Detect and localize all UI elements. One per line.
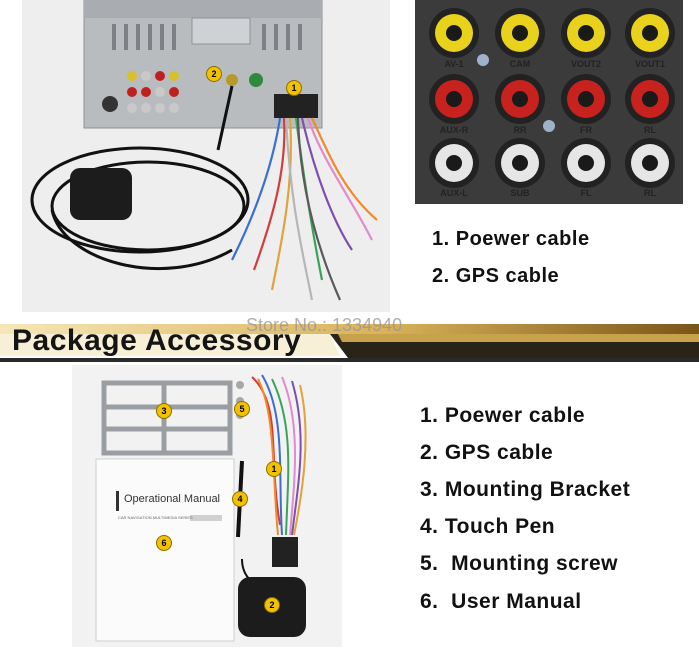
- package-accessory-banner: Package Accessory: [0, 322, 699, 366]
- rca-jack-white: [429, 138, 479, 188]
- badge-2-gps: 2: [206, 66, 222, 82]
- accessories-photo: Operational Manual CAR NAVIGATION MULTIM…: [72, 365, 342, 647]
- rca-label: SUB: [510, 188, 530, 198]
- rca-label: RL: [644, 125, 656, 135]
- list-item-power-cable: 1. Poewer cable: [420, 404, 586, 427]
- top-list-item-gps-cable: 2. GPS cable: [432, 265, 560, 287]
- badge-6-manual: 6: [156, 535, 172, 551]
- rca-label: VOUT1: [634, 59, 665, 69]
- rca-label: AUX-L: [440, 188, 468, 198]
- top-list-item-power-cable: 1. Poewer cable: [432, 228, 590, 250]
- banner-background: [0, 324, 699, 362]
- rca-label: FL: [580, 188, 592, 198]
- list-item-mounting-bracket: 3. Mounting Bracket: [420, 478, 631, 501]
- rca-jack-yellow: [561, 8, 611, 58]
- manual-subtitle: CAR NAVIGATION MULTIMEDIA SERIES: [118, 515, 193, 520]
- accessories-illustration: [72, 365, 342, 647]
- rca-jack-yellow: [625, 8, 675, 58]
- rca-jack-yellow: [429, 8, 479, 58]
- rca-jack-red: [429, 74, 479, 124]
- rca-jack-red: [561, 74, 611, 124]
- list-item-touch-pen: 4. Touch Pen: [420, 515, 556, 538]
- store-watermark: Store No.: 1334940: [246, 315, 403, 335]
- badge-2-gps: 2: [264, 597, 280, 613]
- badge-3-bracket: 3: [156, 403, 172, 419]
- rca-label: CAM: [509, 59, 531, 69]
- list-item-gps-cable: 2. GPS cable: [420, 441, 554, 464]
- screw-icon: [477, 54, 489, 66]
- rca-jack-white: [495, 138, 545, 188]
- rca-label: FR: [580, 125, 592, 135]
- rca-jack-red: [625, 74, 675, 124]
- rca-jack-red: [495, 74, 545, 124]
- rca-jack-yellow: [495, 8, 545, 58]
- rca-label: AUX-R: [439, 125, 469, 135]
- manual-title: Operational Manual: [124, 493, 221, 505]
- badge-1-power: 1: [286, 80, 302, 96]
- rca-label: RL: [644, 188, 656, 198]
- rca-label: RR: [513, 125, 527, 135]
- list-item-user-manual: 6. User Manual: [420, 590, 582, 613]
- rca-label: VOUT2: [570, 59, 601, 69]
- badge-4-pen: 4: [232, 491, 248, 507]
- rca-jack-white: [561, 138, 611, 188]
- rca-jacks-photo: AV-1 CAM VOUT2 VOUT1 AUX-R RR FR RL AUX-…: [415, 0, 683, 204]
- screw-icon: [543, 120, 555, 132]
- head-unit-back-photo: 2 1: [22, 0, 390, 312]
- rca-jack-white: [625, 138, 675, 188]
- badge-5-screw: 5: [234, 401, 250, 417]
- list-item-mounting-screw: 5. Mounting screw: [420, 552, 619, 575]
- rca-label: AV-1: [444, 59, 464, 69]
- banner-title: Package Accessory: [12, 324, 302, 357]
- badge-1-power: 1: [266, 461, 282, 477]
- head-unit-illustration: [22, 0, 390, 312]
